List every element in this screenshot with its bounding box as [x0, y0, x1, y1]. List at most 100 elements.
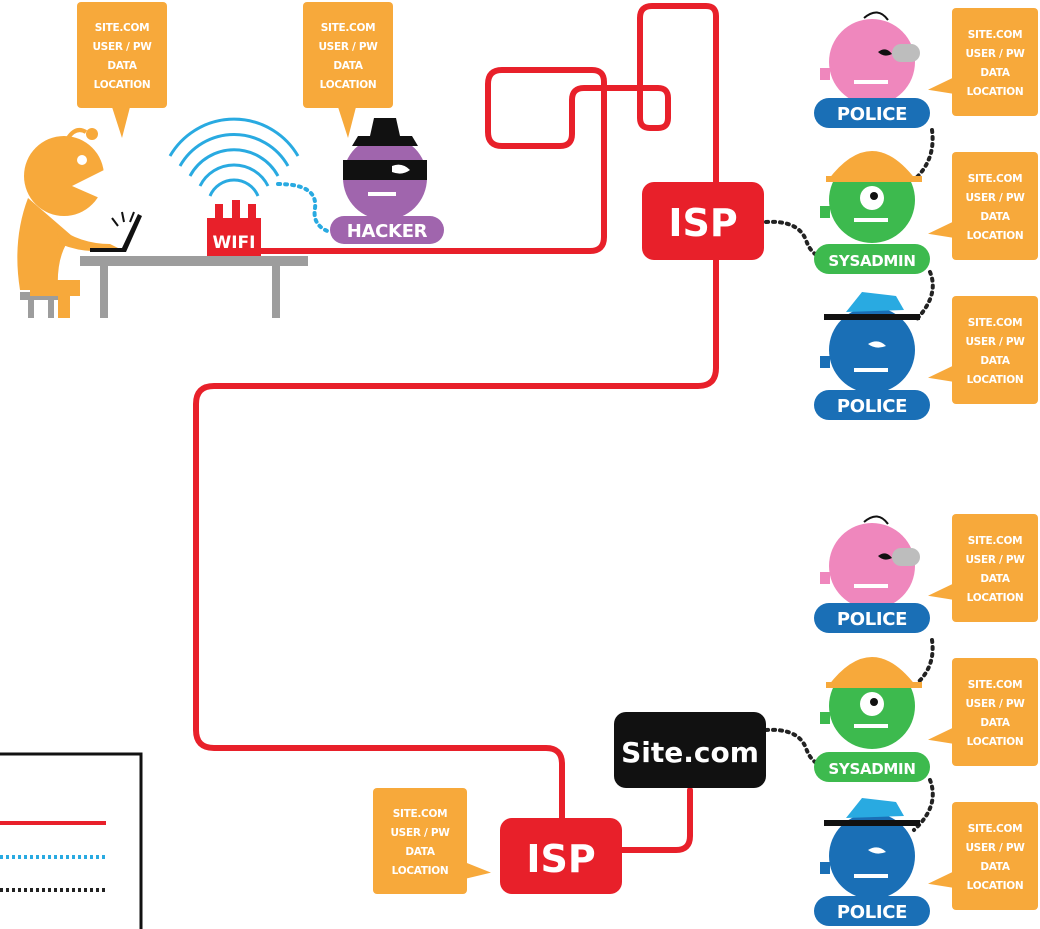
bubble-tail: [928, 583, 953, 600]
observer-mouth: [854, 584, 888, 588]
bubble-line: SITE.COM: [968, 29, 1022, 41]
router-antenna-right: [248, 204, 256, 220]
wire-wifi-to-isp: [255, 3, 719, 254]
wifi-to-hacker-dotted: [276, 182, 332, 234]
bubble-line: USER / PW: [965, 842, 1025, 854]
bubble-line: LOCATION: [967, 880, 1024, 892]
observer-head: [829, 307, 915, 393]
bubble-box: [952, 8, 1038, 116]
observer-ear: [820, 68, 830, 80]
hardhat-icon: [828, 657, 916, 686]
police-cap-icon: [846, 798, 904, 818]
observer-sysadmin: SYSADMIN: [814, 151, 930, 274]
observer-police-pink: POLICE: [814, 515, 930, 633]
bubble-line: SITE.COM: [393, 808, 447, 820]
bubble-line: DATA: [980, 67, 1010, 79]
observer-mouth: [854, 80, 888, 84]
bubble-line: LOCATION: [392, 865, 449, 877]
observer-pill: [814, 752, 930, 782]
bubble-tail: [928, 727, 953, 744]
hacker-label: HACKER: [347, 221, 428, 242]
desk-top: [80, 256, 308, 266]
observer-mouth: [854, 218, 888, 222]
isp-bottom-box: [500, 818, 622, 894]
laptop-icon: [90, 214, 142, 252]
isp-top-box: [642, 182, 764, 260]
hacker-mouth: [368, 192, 396, 196]
hardhat-brim: [826, 682, 922, 688]
typing-marks: [111, 211, 135, 227]
headset-band-icon: [863, 11, 889, 21]
bubble-box: [952, 802, 1038, 910]
observer-pupil: [870, 698, 878, 706]
police-cap-brim: [824, 314, 920, 320]
bubble-line: LOCATION: [967, 736, 1024, 748]
observer-head: [829, 19, 915, 105]
wire-isp-to-isp: [193, 252, 719, 823]
bubble-box: [952, 296, 1038, 404]
observer-label: POLICE: [837, 902, 907, 923]
bubble-line: DATA: [405, 846, 435, 858]
bubble-tail: [338, 107, 356, 138]
observer-ear: [820, 356, 830, 368]
router-antenna-left: [215, 204, 223, 220]
stool-leg-b: [48, 298, 54, 318]
bubble-tail: [928, 871, 953, 888]
user-body: [17, 198, 72, 290]
site-box: [614, 712, 766, 788]
bubble-line: LOCATION: [94, 79, 151, 91]
isp-bottom-node: ISP: [500, 818, 622, 894]
bubble-line: DATA: [980, 861, 1010, 873]
police-cap-icon: [846, 292, 904, 312]
hacker-eye: [392, 164, 410, 174]
bubble-line: USER / PW: [965, 48, 1025, 60]
observer-head: [829, 523, 915, 609]
user-figure: [17, 128, 308, 318]
isp-top-label: ISP: [668, 201, 737, 245]
connection-lines: [193, 3, 719, 853]
user-arm: [56, 226, 118, 252]
hacker-pill: [330, 216, 444, 244]
observer-pill: [814, 244, 930, 274]
hacker-figure: HACKER: [330, 118, 444, 244]
headset-band-icon: [863, 515, 889, 525]
observer-police-blue: POLICE: [814, 798, 930, 926]
bubble-line: DATA: [980, 211, 1010, 223]
bubble-tail: [928, 365, 953, 382]
router-antenna-mid: [232, 200, 240, 220]
bubble-line: SITE.COM: [95, 22, 149, 34]
user-leg: [30, 280, 80, 318]
observer-ear: [820, 712, 830, 724]
bubble-line: SITE.COM: [968, 679, 1022, 691]
bubble-line: USER / PW: [965, 192, 1025, 204]
bubble-line: SITE.COM: [321, 22, 375, 34]
user-antenna-ball: [86, 128, 98, 140]
observer-label: POLICE: [837, 396, 907, 417]
site-node: Site.com: [614, 712, 766, 788]
observer-label: SYSADMIN: [828, 252, 915, 270]
user-mouth: [72, 170, 104, 200]
police-cap-brim: [824, 820, 920, 826]
observer-ear: [820, 862, 830, 874]
bubble-tail: [928, 221, 953, 238]
bubble-tail: [112, 107, 130, 138]
bubble-line: USER / PW: [965, 698, 1025, 710]
top-police-to-sysadmin-dotted: [912, 128, 935, 182]
bubble-line: USER / PW: [965, 336, 1025, 348]
wifi-label: WIFI: [212, 233, 255, 253]
desk-leg-right: [272, 264, 280, 318]
isp-top-node: ISP: [642, 182, 764, 260]
desk-leg-left: [100, 264, 108, 318]
observer-label: POLICE: [837, 609, 907, 630]
bubble-line: DATA: [107, 60, 137, 72]
observer-pupil: [870, 192, 878, 200]
legend: [0, 752, 143, 929]
